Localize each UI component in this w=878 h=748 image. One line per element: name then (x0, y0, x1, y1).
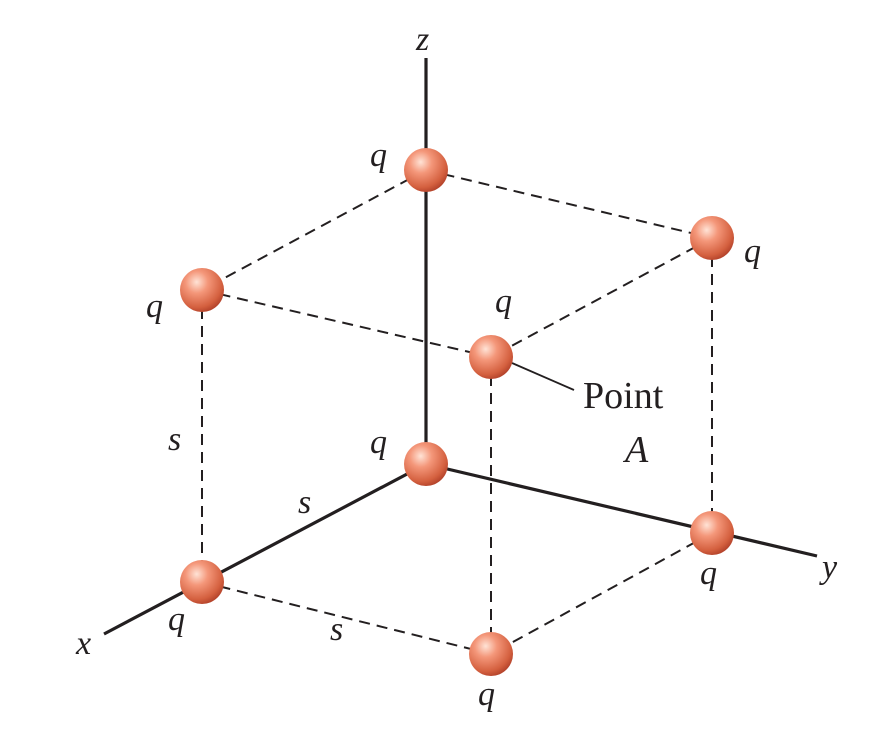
charge-label-top-front-left: q (146, 288, 163, 325)
edge-top-back-right (425, 169, 713, 239)
charge-sphere-y-axis (690, 511, 734, 555)
side-label-vertical: s (168, 421, 181, 458)
side-label-bottom-front: s (330, 611, 343, 648)
charge-sphere-top (404, 148, 448, 192)
charge-label-point-a: q (495, 283, 512, 320)
charge-label-top-back-right: q (744, 233, 761, 270)
point-a-leader (511, 362, 575, 391)
charge-sphere-x-axis (180, 560, 224, 604)
edge-top-front-left (201, 169, 427, 291)
edge-top-front (201, 289, 492, 358)
point-a-label-line1: Point (583, 375, 664, 417)
y-axis-label: y (819, 549, 838, 586)
charge-sphere-top-back-right (690, 216, 734, 260)
charge-sphere-bottom-front (469, 632, 513, 676)
edge-bottom-front (201, 581, 492, 655)
charge-label-bottom-front: q (478, 676, 495, 713)
x-axis-label: x (75, 625, 91, 662)
charge-sphere-origin (404, 442, 448, 486)
charge-sphere-point-a (469, 335, 513, 379)
charge-label-origin: q (370, 424, 387, 461)
x-axis (103, 462, 427, 636)
side-label-x-axis: s (298, 484, 311, 521)
charge-label-y-axis: q (700, 555, 717, 592)
charge-label-top: q (370, 137, 387, 174)
y-axis (425, 462, 818, 558)
edge-top-right (490, 237, 713, 358)
charge-sphere-top-front-left (180, 268, 224, 312)
point-a-label-line2: A (622, 429, 649, 471)
edge-bottom-right (490, 532, 713, 655)
z-axis-label: z (415, 21, 429, 58)
charge-label-x-axis: q (168, 601, 185, 638)
